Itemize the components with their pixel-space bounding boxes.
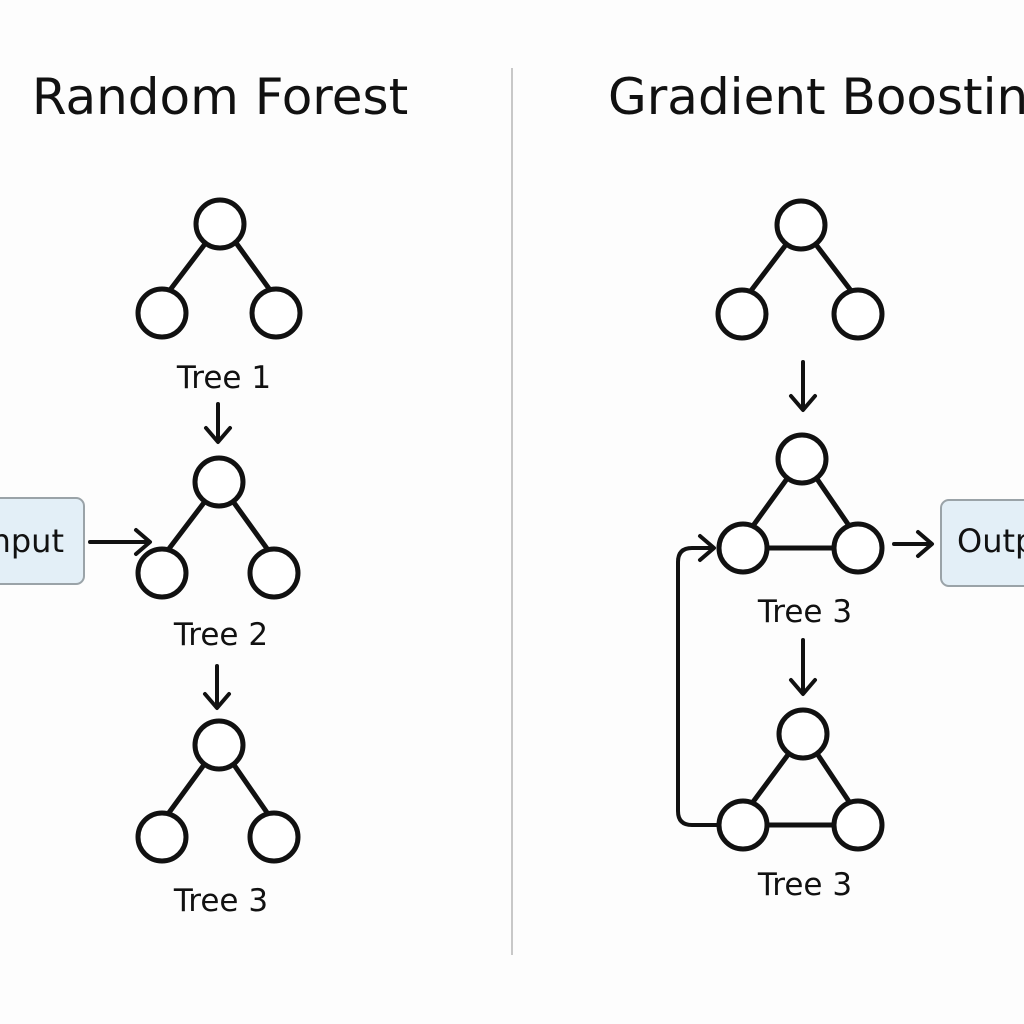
gb-tree-3-right-node — [831, 798, 885, 852]
rf-tree-1-left-node — [135, 286, 189, 340]
rf-tree-3-left-node — [135, 810, 189, 864]
rf-input-box: Input — [0, 497, 85, 585]
rf-input-label: Input — [0, 522, 64, 560]
gb-arrow-2-3 — [789, 638, 817, 696]
gb-tree-3-left-node — [716, 798, 770, 852]
rf-tree-3-label: Tree 3 — [173, 883, 268, 919]
random-forest-title: Random Forest — [32, 68, 408, 126]
rf-tree-1 — [135, 197, 303, 340]
gb-feedback-arrow — [676, 534, 720, 827]
rf-tree-2-label: Tree 2 — [173, 617, 268, 653]
rf-tree-1-label: Tree 1 — [176, 360, 271, 396]
gb-tree-1-root-node — [774, 198, 828, 252]
gradient-boosting-title: Gradient Boosting — [608, 68, 1024, 126]
gb-tree-1-left-node — [715, 287, 769, 341]
gb-output-label: Output — [957, 522, 1024, 560]
gb-tree-2-left-node — [716, 521, 770, 575]
gb-tree-3 — [716, 707, 885, 852]
gb-tree-2 — [716, 432, 885, 575]
gb-tree-2-label: Tree 3 — [757, 594, 852, 630]
rf-tree-2-root-node — [192, 455, 246, 509]
rf-tree-3-right-node — [247, 810, 301, 864]
rf-tree-1-right-node — [249, 286, 303, 340]
rf-tree-3 — [135, 718, 301, 864]
rf-tree-2-left-node — [135, 546, 189, 600]
rf-tree-2-right-node — [247, 546, 301, 600]
gb-tree-2-root-node — [775, 432, 829, 486]
gb-tree-1-right-node — [831, 287, 885, 341]
rf-arrow-input — [88, 528, 152, 556]
gb-arrow-1-2 — [789, 360, 817, 412]
rf-arrow-1-2 — [204, 402, 232, 444]
gb-tree-2-right-node — [831, 521, 885, 575]
gb-tree-3-root-node — [776, 707, 830, 761]
gb-output-box: Output — [940, 499, 1024, 587]
rf-tree-1-root-node — [193, 197, 247, 251]
rf-arrow-2-3 — [203, 664, 231, 710]
rf-tree-2 — [135, 455, 301, 600]
gb-tree-3-label: Tree 3 — [757, 867, 852, 903]
gb-tree-1 — [715, 198, 885, 341]
rf-tree-3-root-node — [192, 718, 246, 772]
gb-arrow-output — [892, 530, 934, 558]
